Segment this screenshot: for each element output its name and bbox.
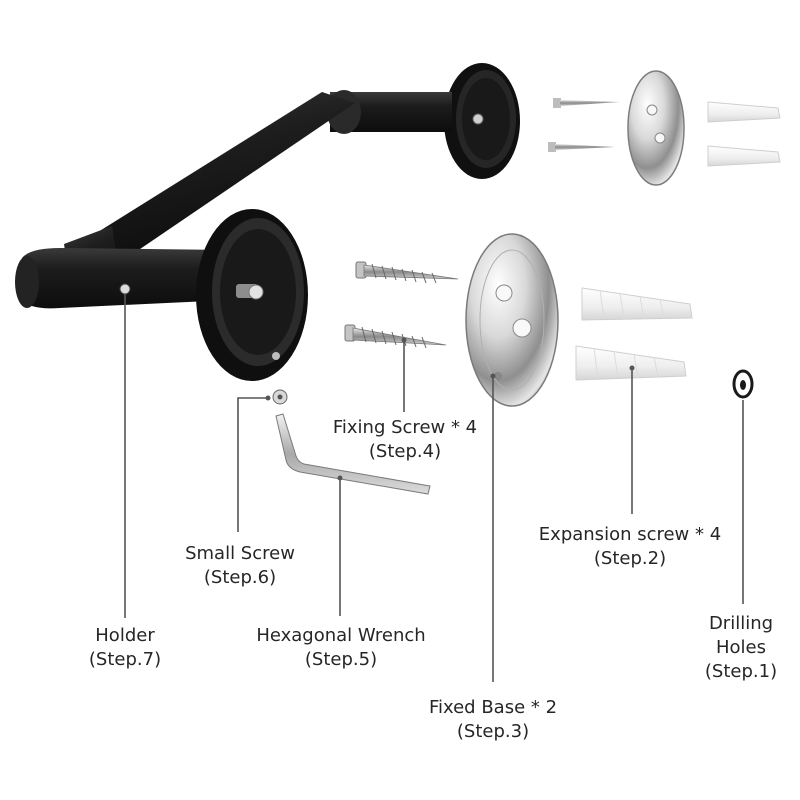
label-hex-wrench: Hexagonal Wrench (Step.5) bbox=[228, 624, 454, 672]
holder-set-screw-hole bbox=[119, 283, 131, 295]
expansion-anchor-back-1 bbox=[707, 101, 781, 123]
fixed-base-front bbox=[465, 233, 559, 407]
label-drilling-holes: Drilling Holes (Step.1) bbox=[686, 612, 796, 684]
label-small-screw: Small Screw (Step.6) bbox=[150, 542, 330, 590]
front-mounting-disc bbox=[196, 209, 308, 381]
expansion-anchor-front-1 bbox=[581, 287, 693, 321]
label-holder-step: (Step.7) bbox=[88, 649, 162, 670]
label-fixed-base-name: Fixed Base * 2 bbox=[428, 697, 558, 718]
fixing-screw-back-1 bbox=[553, 98, 620, 108]
small-screw bbox=[272, 389, 288, 405]
label-fixed-base-step: (Step.3) bbox=[456, 721, 530, 742]
leader-lines bbox=[124, 294, 744, 682]
label-fixed-base: Fixed Base * 2 (Step.3) bbox=[400, 696, 586, 744]
label-fixing-screw-step: (Step.4) bbox=[368, 441, 442, 462]
hexagonal-wrench bbox=[275, 413, 431, 495]
expansion-anchor-back-2 bbox=[707, 145, 781, 167]
label-small-screw-step: (Step.6) bbox=[203, 567, 277, 588]
label-holder-name: Holder bbox=[95, 625, 155, 646]
drilling-hole bbox=[732, 369, 754, 399]
diagonal-bar bbox=[98, 92, 355, 264]
label-hex-wrench-name: Hexagonal Wrench bbox=[256, 625, 426, 646]
holder bbox=[15, 63, 520, 381]
front-arm bbox=[22, 248, 230, 309]
label-fixing-screw: Fixing Screw * 4 (Step.4) bbox=[300, 416, 510, 464]
expansion-anchor-front-2 bbox=[575, 345, 687, 381]
label-hex-wrench-step: (Step.5) bbox=[304, 649, 378, 670]
label-expansion-screw-name: Expansion screw * 4 bbox=[538, 524, 722, 545]
label-expansion-screw-step: (Step.2) bbox=[593, 548, 667, 569]
leader-small-screw bbox=[237, 397, 268, 532]
fixing-screw-front-2 bbox=[344, 324, 447, 349]
label-small-screw-name: Small Screw bbox=[185, 543, 295, 564]
fixing-screw-front-1 bbox=[355, 261, 459, 284]
front-arm-end bbox=[15, 256, 39, 308]
fixed-base-back bbox=[627, 70, 685, 186]
label-drilling-holes-line1: Drilling bbox=[708, 613, 774, 634]
label-drilling-holes-step: (Step.1) bbox=[704, 661, 778, 682]
back-arm bbox=[330, 92, 452, 132]
label-holder: Holder (Step.7) bbox=[60, 624, 190, 672]
label-fixing-screw-name: Fixing Screw * 4 bbox=[332, 417, 478, 438]
fixing-screw-back-2 bbox=[548, 142, 615, 152]
label-expansion-screw: Expansion screw * 4 (Step.2) bbox=[520, 523, 740, 571]
label-drilling-holes-line2: Holes bbox=[715, 637, 766, 658]
back-mounting-disc bbox=[444, 63, 520, 179]
